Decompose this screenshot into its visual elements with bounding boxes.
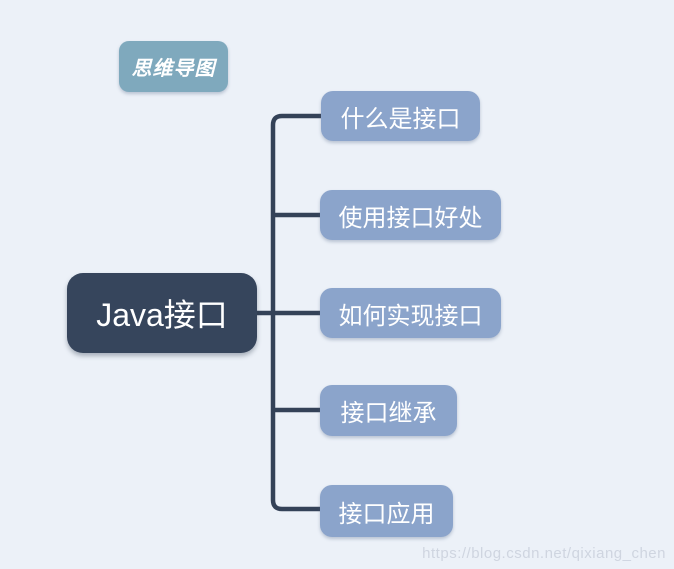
branch-node-application: 接口应用 [320,485,453,537]
root-node: Java接口 [67,273,257,353]
mindmap-title-label: 思维导图 [131,58,216,80]
branch-node-label: 接口继承 [340,400,437,427]
branch-node-benefits: 使用接口好处 [320,190,501,240]
mindmap-title-badge: 思维导图 [119,41,228,92]
branch-node-label: 使用接口好处 [338,204,483,232]
branch-node-label: 什么是接口 [340,105,461,133]
branch-node-label: 接口应用 [338,500,435,528]
branch-node-what-is-interface: 什么是接口 [321,91,480,141]
branch-node-label: 如何实现接口 [338,302,483,330]
watermark-url: https://blog.csdn.net/qixiang_chen [422,545,666,562]
branch-node-inheritance: 接口继承 [320,385,457,436]
branch-node-how-to-implement: 如何实现接口 [320,288,501,338]
root-node-label: Java接口 [96,297,228,333]
